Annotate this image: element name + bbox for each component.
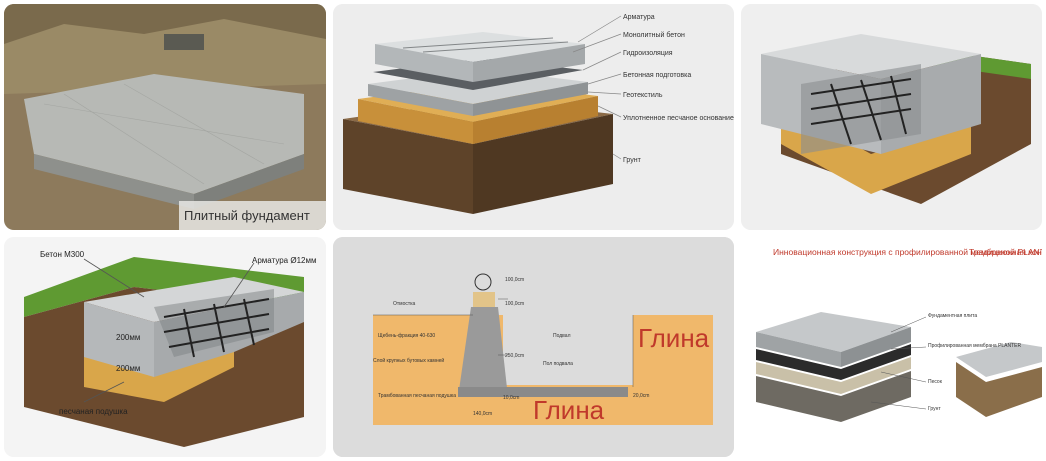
spec-slab-thickness: 200мм: [116, 333, 140, 342]
note-gravel: Щебень-фракция 40-630: [378, 333, 435, 339]
layer-label-sand: Уплотненное песчаное основание: [623, 115, 734, 122]
label-sand: Песок: [928, 379, 943, 385]
clay-label-bottom: Глина: [533, 395, 605, 425]
clay-label-right: Глина: [638, 323, 710, 353]
layer-label-waterproofing: Гидроизоляция: [623, 50, 673, 57]
slab-foundation-photo[interactable]: Плитный фундамент: [4, 4, 326, 230]
slab-photo-caption: Плитный фундамент: [184, 208, 310, 223]
traditional-title: Традиционная конс: [969, 247, 1042, 257]
spec-concrete-label: Бетон М300: [40, 250, 85, 259]
foundation-section-drawing[interactable]: Глина Глина Подвал 100,0cm 100,0cm 250,0…: [333, 237, 734, 457]
foundation-layers-diagram[interactable]: Арматура Монолитный бетон Гидроизоляция …: [333, 4, 734, 230]
note-stones: Слой крупных бутовых камней: [373, 357, 444, 364]
dim-140: 140,0cm: [473, 411, 492, 417]
membrane-comparison-render[interactable]: Инновационная конструкция с профилирован…: [741, 237, 1042, 457]
dim-250: 250,0cm: [505, 353, 524, 359]
membrane-illustration: Инновационная конструкция с профилирован…: [741, 237, 1042, 457]
layer-label-concrete: Монолитный бетон: [623, 31, 685, 39]
spec-render-illustration: Бетон М300 Арматура Ø12мм 200мм 200мм пе…: [4, 237, 326, 457]
spec-cushion-label: песчаная подушка: [59, 407, 128, 416]
dim-20a: 20,0cm: [633, 393, 649, 399]
slab-spec-render[interactable]: Бетон М300 Арматура Ø12мм 200мм 200мм пе…: [4, 237, 326, 457]
corner-render-illustration: [741, 4, 1042, 230]
label-ground: Грунт: [928, 406, 941, 412]
dim-100-mid: 100,0cm: [505, 301, 524, 307]
innovative-title: Инновационная конструкция с профилирован…: [773, 247, 1042, 257]
label-membrane: Профилированная мембрана PLANTER: [928, 343, 1022, 349]
basement-label: Подвал: [553, 333, 571, 339]
layer-label-soil: Грунт: [623, 157, 642, 164]
dim-10: 10,0cm: [503, 395, 519, 401]
note-floor: Пол подвала: [543, 361, 573, 367]
layer-label-rebar: Арматура: [623, 14, 655, 21]
spec-cushion-thickness: 200мм: [116, 364, 140, 373]
note-sand: Трамбованная песчаная подушка: [378, 393, 456, 399]
slab-corner-render[interactable]: [741, 4, 1042, 230]
label-slab: Фундаментная плита: [928, 313, 977, 319]
layers-illustration: Арматура Монолитный бетон Гидроизоляция …: [333, 4, 734, 230]
note-otmostka: Отмостка: [393, 301, 415, 307]
layer-label-prep: Бетонная подготовка: [623, 72, 691, 79]
dim-100-top: 100,0cm: [505, 277, 524, 283]
slab-photo-illustration: Плитный фундамент: [4, 4, 326, 230]
layer-label-geotextile: Геотекстиль: [623, 92, 663, 99]
section-illustration: Глина Глина Подвал 100,0cm 100,0cm 250,0…: [333, 237, 734, 457]
spec-rebar-label: Арматура Ø12мм: [252, 256, 316, 265]
